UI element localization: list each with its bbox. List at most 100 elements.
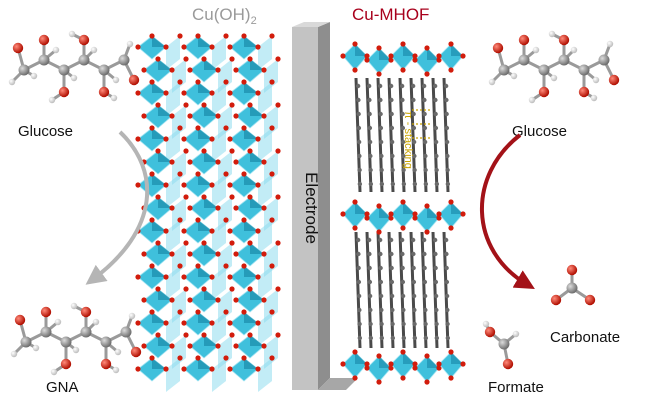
octahedron-face <box>250 289 264 300</box>
oxygen-atom <box>340 211 346 217</box>
oxygen-atom <box>12 42 24 54</box>
octahedron-side <box>264 335 278 369</box>
linker <box>431 231 439 349</box>
gna-label: GNA <box>46 379 79 396</box>
octahedron-side <box>258 36 272 70</box>
carbon-atom <box>58 64 70 76</box>
oxygen-atom <box>241 33 247 39</box>
oxygen-atom <box>229 148 235 154</box>
carbon-atom <box>367 111 372 117</box>
oxygen-atom <box>223 355 229 361</box>
oxygen-atom <box>223 263 229 269</box>
octahedron-face <box>152 312 166 323</box>
mhof-pillars <box>354 77 451 349</box>
oxygen-atom <box>223 125 229 131</box>
octahedron-face <box>198 36 212 47</box>
oxygen-atom <box>558 34 570 46</box>
carbon-atom <box>400 265 405 271</box>
carbon-atom <box>355 83 361 89</box>
carbon-atom <box>20 336 32 348</box>
carbon-atom <box>422 125 428 131</box>
oxygen-atom <box>229 56 235 62</box>
oxygen-atom <box>269 355 275 361</box>
carbon-atom <box>433 251 438 257</box>
oxygen-atom <box>183 148 189 154</box>
octahedron-side <box>218 59 232 93</box>
oxygen-atom <box>169 343 175 349</box>
oxygen-atom <box>247 240 253 246</box>
glucose-left-label: Glucose <box>18 123 73 140</box>
oxygen-atom <box>135 90 141 96</box>
carbon-atom <box>356 279 362 285</box>
octahedron-face <box>152 220 166 231</box>
oxygen-atom <box>177 79 183 85</box>
oxygen-atom <box>352 349 358 355</box>
oxygen-atom <box>163 274 169 280</box>
carbon-atom <box>401 335 407 341</box>
carbon-atom <box>390 321 395 327</box>
octahedron-face <box>250 59 264 70</box>
oxygen-atom <box>233 205 239 211</box>
octahedron-side <box>258 220 272 254</box>
pi-stacking-marker <box>412 109 430 139</box>
octahedron-face <box>451 44 463 56</box>
oxygen-atom <box>608 74 620 86</box>
oxygen-atom <box>163 182 169 188</box>
carbon-atom <box>389 265 394 271</box>
oxygen-atom <box>275 148 281 154</box>
oxygen-atom <box>275 286 281 292</box>
oxygen-atom <box>215 113 221 119</box>
carbon-atom <box>368 167 373 173</box>
octahedron-side <box>212 82 226 116</box>
carbon-atom <box>378 279 384 285</box>
octahedron-face <box>244 174 258 185</box>
carbon-atom <box>434 167 439 173</box>
hydrogen-atom <box>112 76 120 84</box>
carbon-atom <box>434 321 439 327</box>
oxygen-atom <box>388 361 394 367</box>
oxygen-atom <box>149 79 155 85</box>
oxygen-atom <box>255 228 261 234</box>
octahedron-side <box>172 59 186 93</box>
oxygen-atom <box>141 113 147 119</box>
oxygen-atom <box>518 34 530 46</box>
oxygen-atom <box>155 102 161 108</box>
octahedron-side <box>258 174 272 208</box>
oxygen-atom <box>241 355 247 361</box>
oxygen-atom <box>388 53 394 59</box>
carbon-atom <box>400 139 406 145</box>
oxygen-atom <box>215 159 221 165</box>
octahedron-face <box>152 36 166 47</box>
octahedron-face <box>204 151 218 162</box>
oxygen-atom <box>187 113 193 119</box>
oxygen-atom <box>223 309 229 315</box>
octahedron-face <box>379 356 391 368</box>
octahedron-face <box>152 174 166 185</box>
octahedron-face <box>244 82 258 93</box>
octahedron-face <box>158 105 172 116</box>
octahedron-side <box>212 358 226 392</box>
oxygen-atom <box>169 159 175 165</box>
oxygen-atom <box>215 205 221 211</box>
octahedron-face <box>244 36 258 47</box>
carbon-atom <box>357 307 362 313</box>
oxygen-atom <box>388 57 394 63</box>
oxygen-atom <box>448 225 454 231</box>
oxygen-atom <box>241 263 247 269</box>
oxygen-atom <box>100 358 112 370</box>
oxygen-atom <box>388 215 394 221</box>
oxygen-atom <box>177 263 183 269</box>
oxygen-atom <box>229 332 235 338</box>
carbon-atom <box>390 153 395 159</box>
carbon-atom <box>100 336 112 348</box>
carbon-atom <box>443 237 449 243</box>
oxygen-atom <box>460 53 466 59</box>
octahedron-face <box>451 352 463 364</box>
octahedron-face <box>244 312 258 323</box>
hydrogen-atom <box>48 96 56 104</box>
hydrogen-atom <box>550 74 558 82</box>
oxygen-atom <box>177 33 183 39</box>
oxygen-atom <box>364 211 370 217</box>
oxygen-atom <box>40 306 52 318</box>
carbon-atom <box>378 111 383 117</box>
